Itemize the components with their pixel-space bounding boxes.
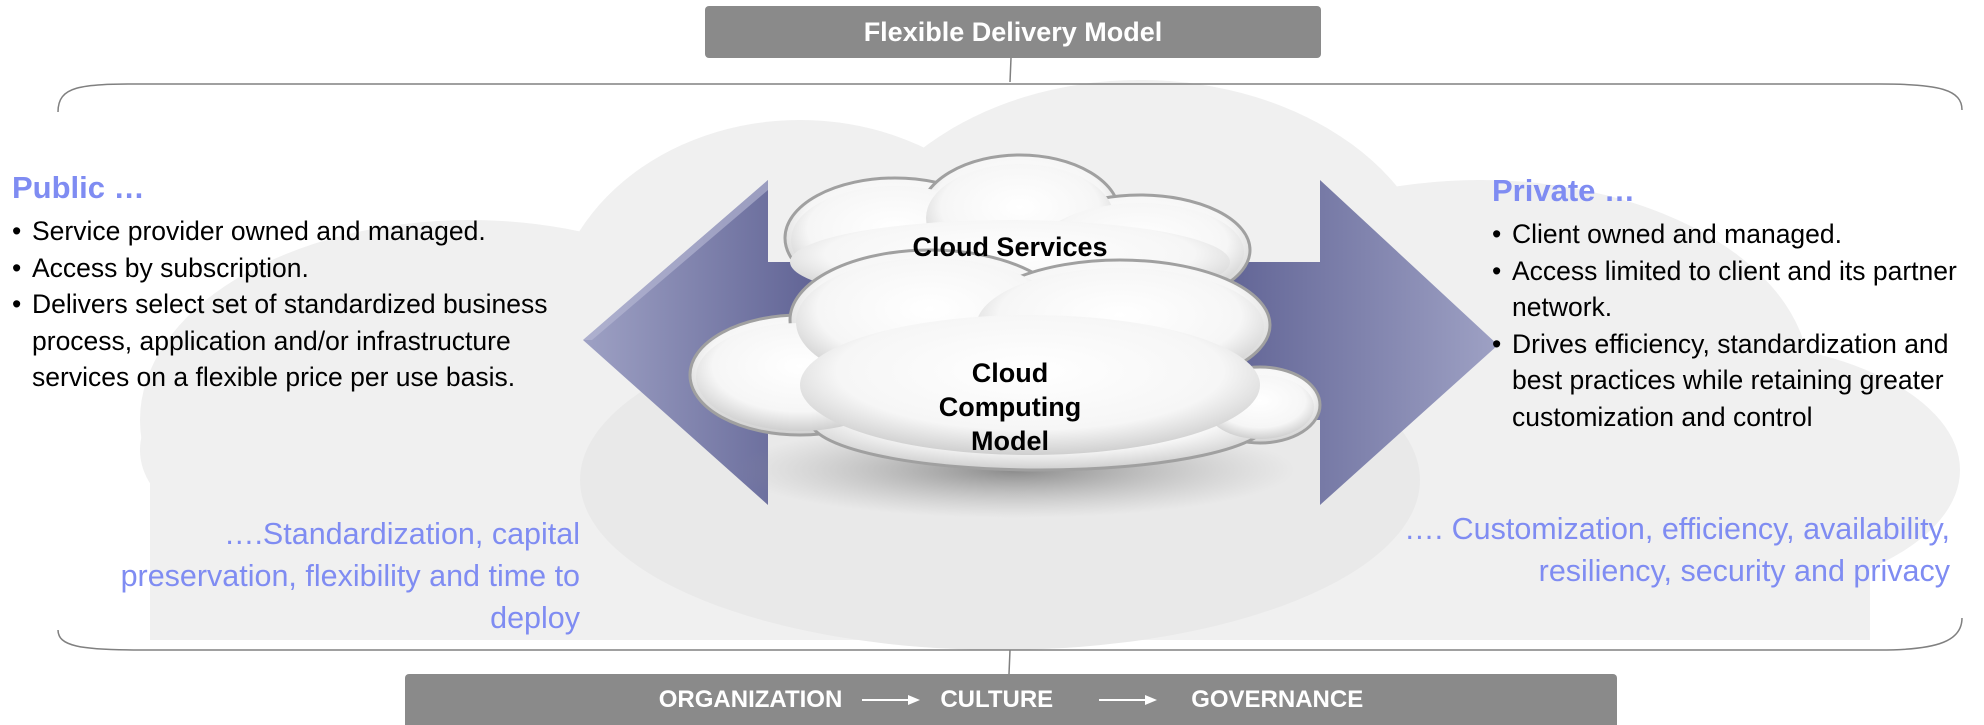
- private-bullet-list: Client owned and managed. Access limited…: [1492, 216, 1982, 435]
- private-tagline: …. Customization, efficiency, availabili…: [1404, 512, 1950, 588]
- governance-banner: ORGANIZATION CULTURE GOVERNANCE: [405, 674, 1617, 725]
- top-connector-line: [1009, 57, 1012, 83]
- bottom-connector-line: [1008, 649, 1011, 675]
- organization-label: ORGANIZATION: [658, 685, 843, 713]
- top-bracket: [57, 83, 1963, 113]
- public-bullet: Service provider owned and managed.: [12, 213, 602, 250]
- private-bullet: Access limited to client and its partner…: [1492, 253, 1982, 326]
- delivery-model-banner: Flexible Delivery Model: [705, 6, 1321, 58]
- public-bullet-list: Service provider owned and managed. Acce…: [12, 213, 602, 396]
- culture-label: CULTURE: [940, 685, 1054, 713]
- private-bullet: Drives efficiency, standardization and b…: [1492, 326, 1982, 436]
- public-tagline: ….Standardization, capital preservation,…: [120, 517, 580, 635]
- cloud-computing-model-label: Cloud Computing Model: [938, 358, 1082, 456]
- public-heading: Public …: [12, 170, 145, 205]
- right-arrow-shape: [1170, 180, 1498, 505]
- private-heading: Private …: [1492, 173, 1636, 208]
- bottom-bracket: [57, 617, 1963, 651]
- right-arrow-icon: [1099, 694, 1158, 706]
- delivery-model-title: Flexible Delivery Model: [863, 16, 1163, 47]
- cloud-services-label: Cloud Services: [912, 232, 1108, 262]
- public-bullet: Delivers select set of standardized busi…: [12, 286, 602, 396]
- governance-label: GOVERNANCE: [1191, 685, 1364, 713]
- public-bullet: Access by subscription.: [12, 250, 602, 287]
- right-arrow-icon: [862, 694, 921, 706]
- private-bullet: Client owned and managed.: [1492, 216, 1982, 253]
